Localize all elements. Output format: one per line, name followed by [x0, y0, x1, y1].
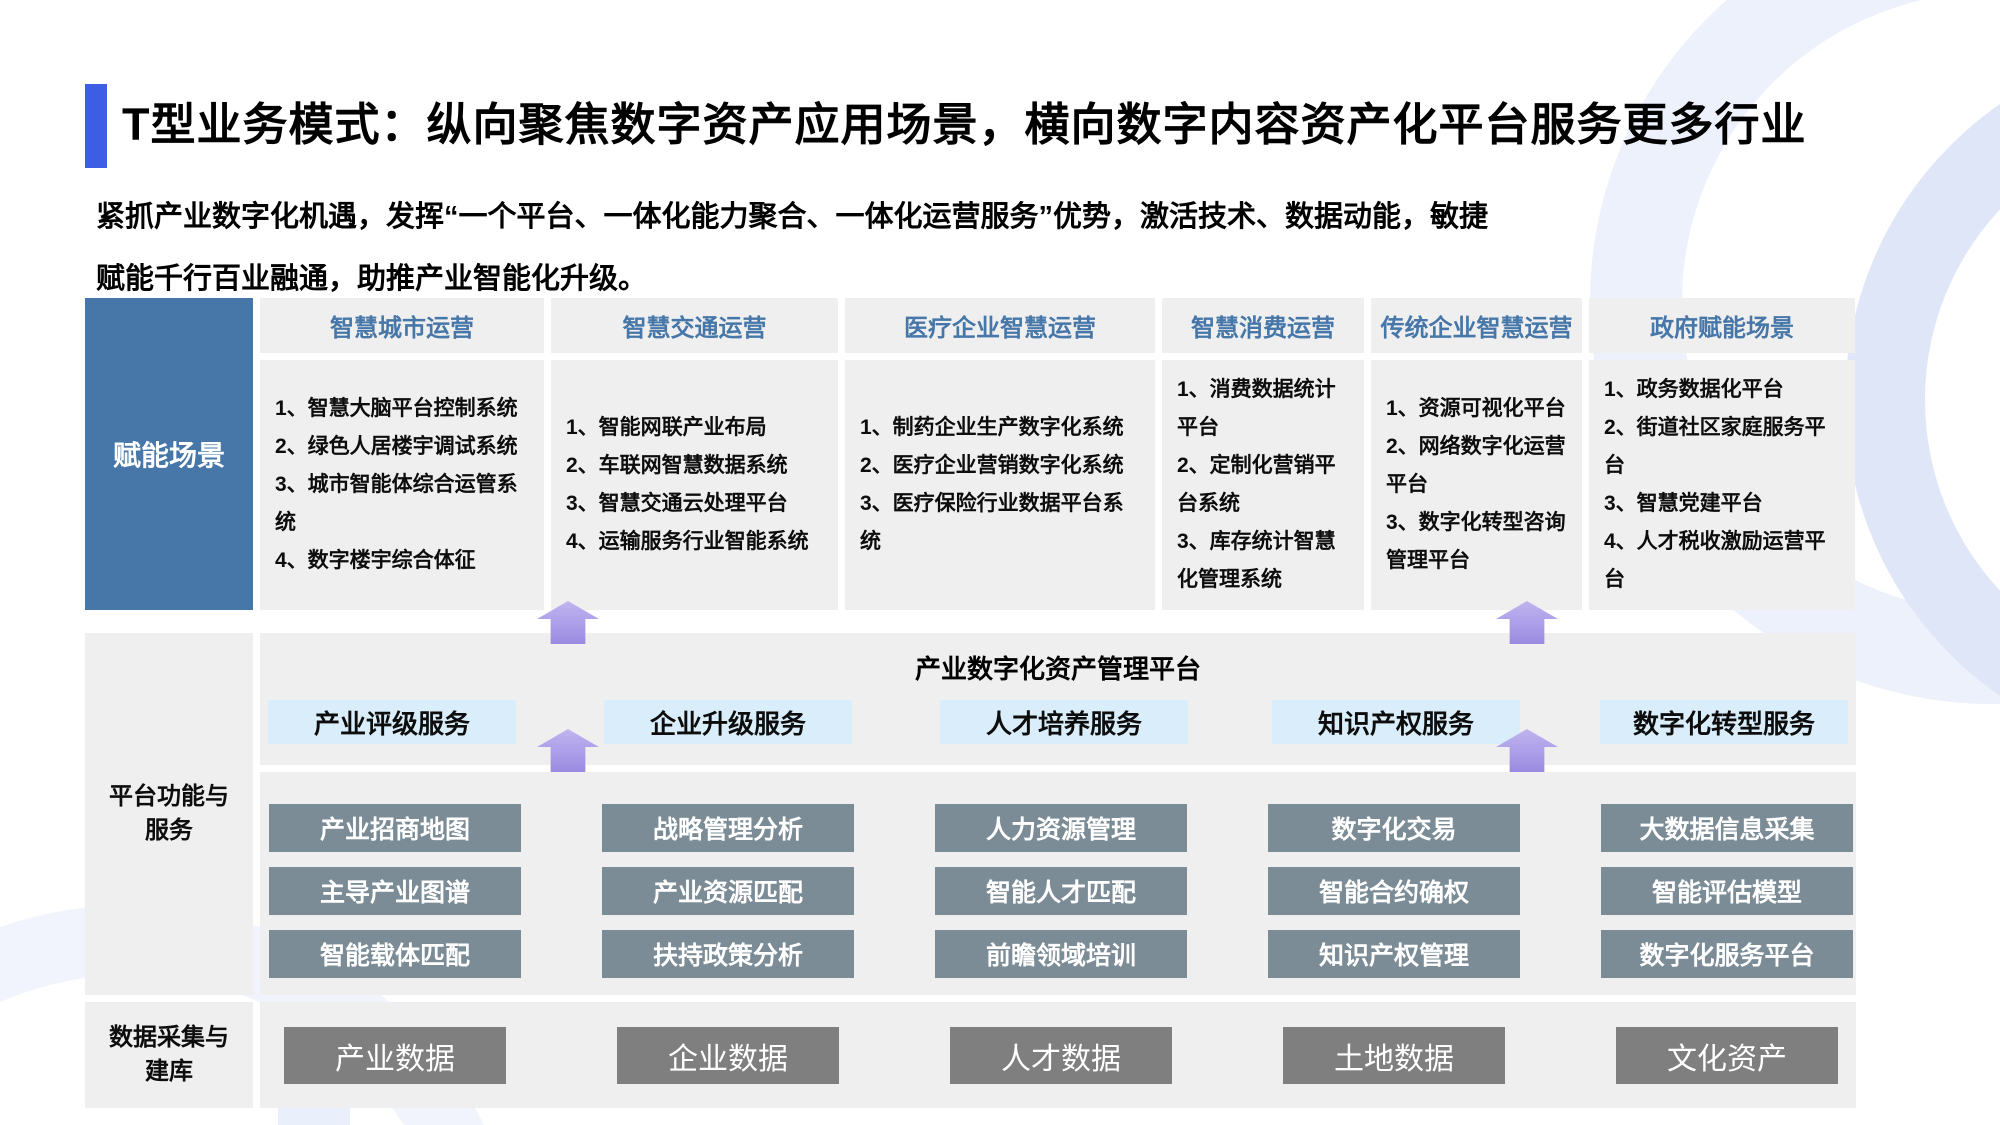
scenario-item: 2、医疗企业营销数字化系统 [860, 454, 1124, 477]
platform-panel-top: 产业数字化资产管理平台 产业评级服务 企业升级服务 人才培养服务 知识产权服务 … [260, 633, 1856, 765]
column-items: 1、资源可视化平台 2、网络数字化运营平台 3、数字化转型咨询管理平台 [1371, 360, 1582, 610]
column-items: 1、智能网联产业布局 2、车联网智慧数据系统 3、智慧交通云处理平台 4、运输服… [551, 360, 838, 610]
column-items: 1、智慧大脑平台控制系统 2、绿色人居楼宇调试系统 3、城市智能体综合运管系统 … [260, 360, 544, 610]
column-header: 智慧交通运营 [551, 298, 838, 353]
scenario-item: 3、医疗保险行业数据平台系统 [860, 492, 1124, 553]
column-header: 智慧消费运营 [1162, 298, 1364, 353]
scenario-item: 1、政务数据化平台 [1604, 378, 1784, 401]
function-box: 智能载体匹配 [269, 930, 521, 978]
scenario-column-medical: 医疗企业智慧运营 1、制药企业生产数字化系统 2、医疗企业营销数字化系统 3、医… [845, 298, 1155, 610]
data-box-talent: 人才数据 [950, 1027, 1172, 1084]
function-box: 数字化服务平台 [1601, 930, 1853, 978]
scenario-item: 2、街道社区家庭服务平台 [1604, 416, 1826, 477]
page-title: T型业务模式：纵向聚焦数字资产应用场景，横向数字内容资产化平台服务更多行业 [122, 99, 1807, 150]
scenario-item: 3、库存统计智慧化管理系统 [1177, 530, 1336, 591]
scenario-column-consumption: 智慧消费运营 1、消费数据统计平台 2、定制化营销平台系统 3、库存统计智慧化管… [1162, 298, 1364, 610]
function-box: 智能合约确权 [1268, 867, 1520, 915]
scenario-item: 1、智慧大脑平台控制系统 [275, 397, 518, 420]
column-items: 1、制药企业生产数字化系统 2、医疗企业营销数字化系统 3、医疗保险行业数据平台… [845, 360, 1155, 610]
scenario-item: 1、资源可视化平台 [1386, 397, 1566, 420]
service-box-digital-transform: 数字化转型服务 [1600, 700, 1848, 744]
function-box: 大数据信息采集 [1601, 804, 1853, 852]
column-header: 智慧城市运营 [260, 298, 544, 353]
row-label-text: 平台功能与服务 [109, 783, 229, 844]
column-items: 1、消费数据统计平台 2、定制化营销平台系统 3、库存统计智慧化管理系统 [1162, 360, 1364, 610]
scenario-item: 4、运输服务行业智能系统 [566, 530, 809, 553]
column-header: 传统企业智慧运营 [1371, 298, 1582, 353]
function-grid: 产业招商地图 战略管理分析 人力资源管理 数字化交易 大数据信息采集 主导产业图… [269, 804, 1853, 978]
service-box-ip-service: 知识产权服务 [1272, 700, 1520, 744]
page-subtitle: 紧抓产业数字化机遇，发挥“一个平台、一体化能力聚合、一体化运营服务”优势，激活技… [96, 201, 1489, 295]
scenario-item: 2、定制化营销平台系统 [1177, 454, 1336, 515]
function-box: 扶持政策分析 [602, 930, 854, 978]
row-label-platform: 平台功能与服务 [85, 633, 253, 995]
scenario-item: 1、消费数据统计平台 [1177, 378, 1336, 439]
row-label-text: 数据采集与建库 [109, 1024, 229, 1085]
function-box: 智能人才匹配 [935, 867, 1187, 915]
scenario-columns: 智慧城市运营 1、智慧大脑平台控制系统 2、绿色人居楼宇调试系统 3、城市智能体… [260, 298, 1856, 610]
scenario-column-smart-transport: 智慧交通运营 1、智能网联产业布局 2、车联网智慧数据系统 3、智慧交通云处理平… [551, 298, 838, 610]
service-box-enterprise-upgrade: 企业升级服务 [604, 700, 852, 744]
data-box-industry: 产业数据 [284, 1027, 506, 1084]
column-items: 1、政务数据化平台 2、街道社区家庭服务平台 3、智慧党建平台 4、人才税收激励… [1589, 360, 1855, 610]
scenario-column-government: 政府赋能场景 1、政务数据化平台 2、街道社区家庭服务平台 3、智慧党建平台 4… [1589, 298, 1855, 610]
scenario-item: 2、网络数字化运营平台 [1386, 435, 1566, 496]
function-box: 产业资源匹配 [602, 867, 854, 915]
scenario-item: 3、智慧党建平台 [1604, 492, 1763, 515]
scenario-item: 4、人才税收激励运营平台 [1604, 530, 1826, 591]
title-accent-bar [85, 84, 107, 168]
scenario-item: 2、车联网智慧数据系统 [566, 454, 788, 477]
row-label-data: 数据采集与建库 [85, 1002, 253, 1108]
service-box-talent-training: 人才培养服务 [940, 700, 1188, 744]
scenario-item: 1、智能网联产业布局 [566, 416, 767, 439]
scenario-item: 3、城市智能体综合运管系统 [275, 473, 518, 534]
data-box-culture: 文化资产 [1616, 1027, 1838, 1084]
data-box-land: 土地数据 [1283, 1027, 1505, 1084]
function-box: 前瞻领域培训 [935, 930, 1187, 978]
column-header: 医疗企业智慧运营 [845, 298, 1155, 353]
service-box-industry-rating: 产业评级服务 [268, 700, 516, 744]
scenario-item: 1、制药企业生产数字化系统 [860, 416, 1124, 439]
data-layer-panel: 产业数据 企业数据 人才数据 土地数据 文化资产 [260, 1002, 1856, 1108]
platform-panel-bottom: 产业招商地图 战略管理分析 人力资源管理 数字化交易 大数据信息采集 主导产业图… [260, 772, 1856, 995]
data-box-enterprise: 企业数据 [617, 1027, 839, 1084]
function-box: 人力资源管理 [935, 804, 1187, 852]
scenario-item: 2、绿色人居楼宇调试系统 [275, 435, 518, 458]
function-box: 产业招商地图 [269, 804, 521, 852]
platform-title: 产业数字化资产管理平台 [914, 654, 1201, 684]
scenario-item: 3、智慧交通云处理平台 [566, 492, 788, 515]
function-box: 主导产业图谱 [269, 867, 521, 915]
column-header: 政府赋能场景 [1589, 298, 1855, 353]
function-box: 数字化交易 [1268, 804, 1520, 852]
decor-square-bottom [278, 1107, 350, 1125]
function-box: 智能评估模型 [1601, 867, 1853, 915]
function-box: 战略管理分析 [602, 804, 854, 852]
scenario-item: 3、数字化转型咨询管理平台 [1386, 511, 1566, 572]
function-box: 知识产权管理 [1268, 930, 1520, 978]
scenario-column-traditional-enterprise: 传统企业智慧运营 1、资源可视化平台 2、网络数字化运营平台 3、数字化转型咨询… [1371, 298, 1582, 610]
scenario-column-smart-city: 智慧城市运营 1、智慧大脑平台控制系统 2、绿色人居楼宇调试系统 3、城市智能体… [260, 298, 544, 610]
scenario-item: 4、数字楼宇综合体征 [275, 549, 476, 572]
data-layer-grid: 产业数据 企业数据 人才数据 土地数据 文化资产 [284, 1027, 1838, 1084]
row-label-scenarios: 赋能场景 [85, 298, 253, 610]
